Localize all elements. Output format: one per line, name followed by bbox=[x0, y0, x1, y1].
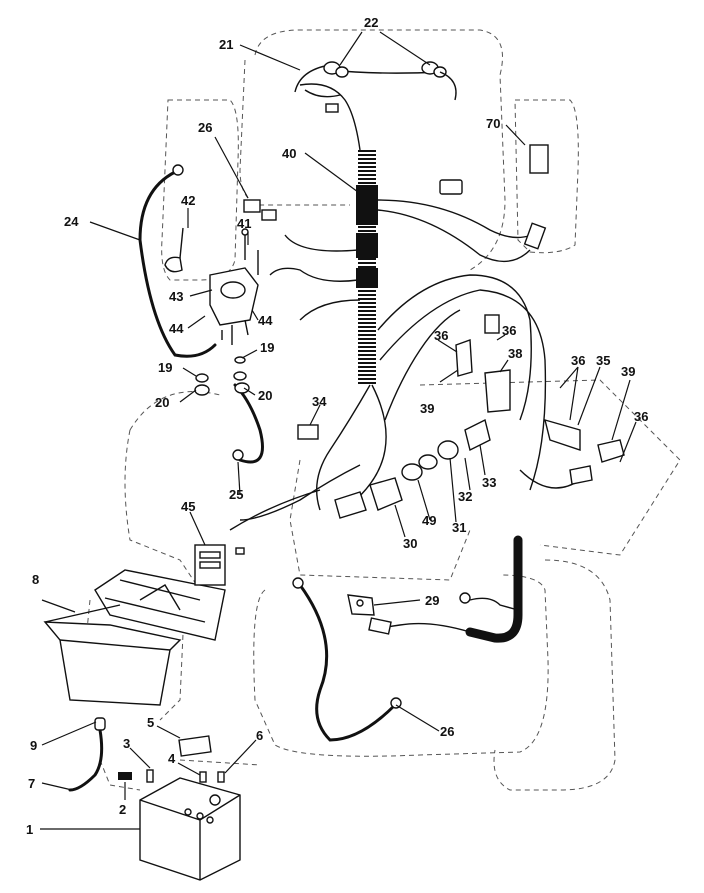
callout-5: 5 bbox=[147, 715, 154, 730]
battery bbox=[139, 777, 241, 881]
callout-22: 22 bbox=[364, 15, 378, 30]
callout-7: 7 bbox=[28, 776, 35, 791]
callout-70: 70 bbox=[486, 116, 500, 131]
callout-21: 21 bbox=[219, 37, 233, 52]
callout-39a: 39 bbox=[420, 401, 434, 416]
callout-35: 35 bbox=[596, 353, 610, 368]
callout-26b: 26 bbox=[440, 724, 454, 739]
tractor-body-outline bbox=[79, 29, 681, 791]
callout-41: 41 bbox=[237, 216, 251, 231]
terminal-hardware bbox=[118, 735, 225, 783]
callout-9: 9 bbox=[30, 738, 37, 753]
callout-36d: 36 bbox=[634, 409, 648, 424]
callout-19a: 19 bbox=[158, 360, 172, 375]
callout-26a: 26 bbox=[198, 120, 212, 135]
main-wire-harness bbox=[229, 69, 581, 555]
callout-45: 45 bbox=[181, 499, 195, 514]
vent-tube bbox=[68, 717, 106, 792]
fuse-holder bbox=[194, 544, 226, 586]
callout-6: 6 bbox=[256, 728, 263, 743]
callout-19b: 19 bbox=[260, 340, 274, 355]
callout-36b: 36 bbox=[502, 323, 516, 338]
callout-labels: 1 2 3 4 5 6 7 8 9 19 19 20 20 21 22 24 2… bbox=[26, 15, 648, 837]
callout-20b: 20 bbox=[258, 388, 272, 403]
rear-harness bbox=[368, 535, 523, 643]
callout-29: 29 bbox=[425, 593, 439, 608]
callout-1: 1 bbox=[26, 822, 33, 837]
starter-solenoid bbox=[164, 227, 259, 345]
callout-34: 34 bbox=[312, 394, 327, 409]
callout-4: 4 bbox=[168, 751, 176, 766]
callout-38: 38 bbox=[508, 346, 522, 361]
headlight-harness bbox=[294, 61, 457, 101]
callout-36a: 36 bbox=[434, 328, 448, 343]
ignition-switch-assembly bbox=[347, 418, 491, 616]
callout-8: 8 bbox=[32, 572, 39, 587]
callout-24: 24 bbox=[64, 214, 79, 229]
callout-43: 43 bbox=[169, 289, 183, 304]
battery-cables bbox=[138, 164, 402, 742]
callout-44a: 44 bbox=[169, 321, 184, 336]
callout-49: 49 bbox=[422, 513, 436, 528]
callout-3: 3 bbox=[123, 736, 130, 751]
callout-31: 31 bbox=[452, 520, 466, 535]
callout-2: 2 bbox=[119, 802, 126, 817]
callout-25: 25 bbox=[229, 487, 243, 502]
callout-44b: 44 bbox=[258, 313, 273, 328]
callout-33: 33 bbox=[482, 475, 496, 490]
callout-39b: 39 bbox=[621, 364, 635, 379]
callout-42: 42 bbox=[181, 193, 195, 208]
leader-lines bbox=[40, 31, 637, 830]
callout-20a: 20 bbox=[155, 395, 169, 410]
battery-tray bbox=[43, 569, 226, 706]
callout-32: 32 bbox=[458, 489, 472, 504]
callout-30: 30 bbox=[403, 536, 417, 551]
callout-36c: 36 bbox=[571, 353, 585, 368]
callout-40: 40 bbox=[282, 146, 296, 161]
interlock-switches bbox=[297, 144, 625, 485]
terminal-washers bbox=[194, 356, 250, 396]
